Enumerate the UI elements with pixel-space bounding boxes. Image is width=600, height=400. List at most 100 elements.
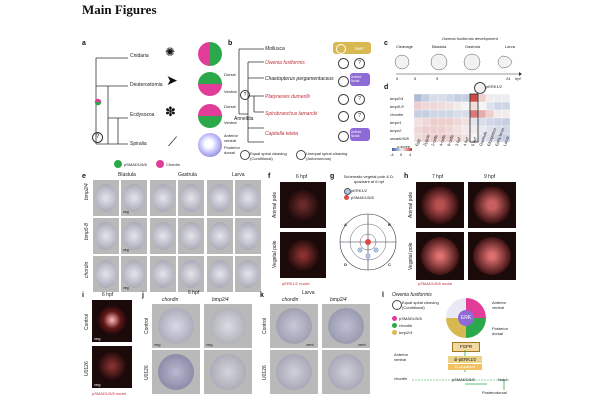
question-circle-owenia: ? [354,58,365,69]
cleave-icon-4 [338,94,349,105]
heatmap-cell [477,93,487,103]
e-image [235,180,261,216]
panel-b-tree [238,48,264,143]
panel-c-header: Owenia fusiformis development [442,36,498,41]
gene-bmpr2: bmpr2 [390,128,402,133]
legend-equal: Equal spiral cleaving (Conditional) [250,151,287,161]
e-image [178,218,204,254]
l-legend-psmad-swatch [392,316,397,321]
cleave-icon-3 [338,76,349,87]
gene-bmp58: bmp5-8 [390,104,404,109]
heatmap-cell [477,109,487,119]
fly-icon: ✽ [165,104,176,119]
f-time: 6 hpf [296,174,308,180]
f-row-animal: Animal pole [272,191,278,218]
heatmap-cell [453,117,463,127]
e-image: veg [121,256,147,292]
dev-timeline [394,53,522,76]
heatmap-cell [413,117,423,127]
k-image-bmp-control [322,304,370,348]
e-image: veg [121,218,147,254]
i-row-u0126: U0126 [84,361,90,376]
e-image [93,180,119,216]
g-legend-perk-swatch [344,188,351,195]
tick-9: 9 [436,76,439,81]
jellyfish-icon: ✺ [165,45,176,59]
h-time-9: 9 hpf [484,174,496,180]
l-chordin: chordin [394,376,408,381]
l-cleaving: Equal spiral cleaving (Conditional) [402,300,439,310]
panel-e-label: e [82,173,86,180]
stage-cleavage: Cleavage [396,44,413,49]
e-image [150,256,176,292]
panel-g-label: g [330,173,335,180]
j-time: 6 hpf [188,290,200,296]
heatmap-highlight [469,93,479,143]
legend-equal-icon [240,150,250,160]
l-axis-anterior: Anterior ventral [492,300,507,310]
heatmap-cell [493,109,503,119]
cleave-icon-2 [338,58,349,69]
axis-dorsal-2: Dorsal [224,104,236,109]
heatmap [413,93,511,143]
heatmap-cell [501,93,511,103]
heatmap-cell [445,117,455,127]
g-quad-a: A [344,222,347,227]
page-title: Main Figures [82,2,157,17]
i-row-control: Control [84,313,90,330]
legend-psmad: pSMAD1/5/8 [124,162,147,167]
taxon-ecdysozoa: Ecdysozoa [130,112,155,118]
j-gene-chordin: chordin [162,297,179,303]
cleave-icon-5 [338,111,349,122]
gene-bmpr1: bmpr1 [390,120,402,125]
col-gastrula: Gastrula [178,172,197,178]
heatmap-cell [413,109,423,119]
col-blastula: Blastula [118,172,136,178]
taxon-spiralia: Spiralia [130,141,147,147]
heatmap-cell [437,109,447,119]
taxon-capitella: Capitella teleta [265,131,299,137]
heatmap-cell [453,101,463,111]
heatmap-cell [437,125,447,135]
l-erk: ERK [458,310,474,326]
heatmap-cell [501,101,511,111]
worm-icon: ⟋ [168,134,178,149]
zscore-min: -4 [390,152,394,157]
panel-c-label: c [384,40,388,47]
axis-posterior-dorsal: Posterior dorsal [224,145,241,155]
cleave-icon [336,44,346,54]
l-species: Owenia fusiformis [392,292,432,298]
i-legend: pSMAD1/5/8 nuclei [92,391,127,396]
perk-badge-icon [474,82,486,94]
question-circle-b: ? [240,90,250,100]
panel-k-label: k [260,292,264,299]
heatmap-cell [469,93,479,103]
badge-activin2-bg [350,128,370,141]
e-image [207,218,233,254]
panel-j-label: j [142,292,144,299]
k-row-control: Control [262,317,268,334]
h-image-7-animal [416,182,464,228]
e-image [150,218,176,254]
gene-bmp24: bmp2/4 [390,96,404,101]
axis-dorsal: Dorsal [224,72,236,77]
heatmap-cell [429,125,439,135]
h-legend: pSMAD1/5/8 nuclei [418,281,453,286]
j-image-chordin-control [152,304,200,348]
heatmap-cell [469,101,479,111]
tick-hpf: hpf [515,76,521,81]
axis-ventral-2: Ventral [224,120,237,125]
badge-activin: Activin/ Nodal [351,75,362,83]
k-gene-bmp24: bmp2/4 [330,297,347,303]
taxon-owenia: Owenia fusiformis [265,60,305,66]
heatmap-cell [413,93,423,103]
g-title: Schematic vegetal pole & D-quadrant at 6… [343,174,395,184]
heatmap-cell [453,125,463,135]
heatmap-cell [453,93,463,103]
k-image-chordin-control [270,304,318,348]
heatmap-cell [461,109,471,119]
legend-chordin-swatch [156,160,164,168]
heatmap-cell [445,93,455,103]
zscore-colorbar [392,148,412,151]
heatmap-cell [461,125,471,135]
